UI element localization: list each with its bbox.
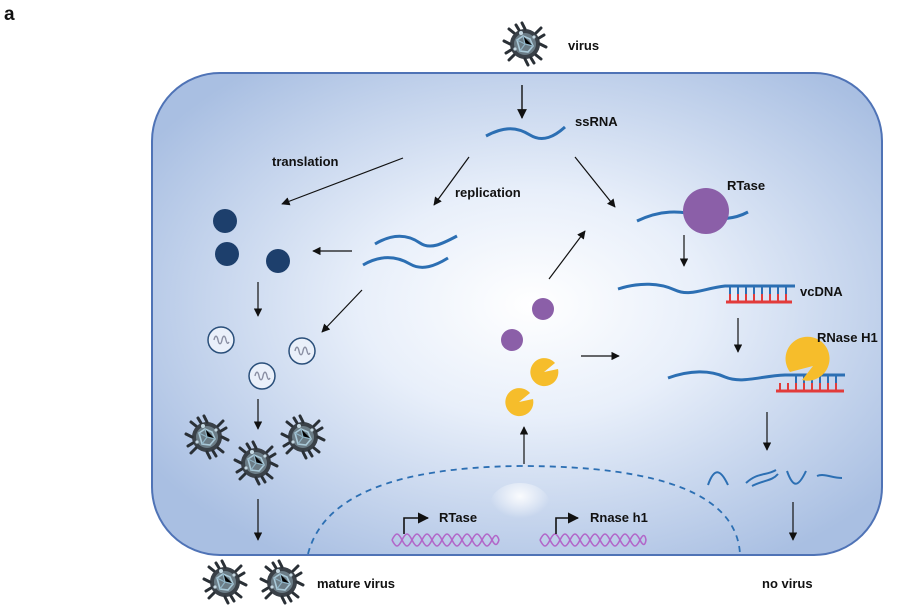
panel-letter: a <box>4 4 15 25</box>
enzyme-to-rtase-arrow <box>548 230 586 280</box>
vcdna-label: vcDNA <box>800 284 843 299</box>
rtase-enzyme <box>532 298 554 320</box>
protein-icon <box>266 249 290 273</box>
to-rtase-arrow <box>574 156 616 208</box>
replicated-rna-strand <box>374 234 458 248</box>
rtase-enzyme <box>501 329 523 351</box>
virus-icon <box>259 559 305 605</box>
rnase-h1-enzyme <box>530 358 559 387</box>
vesicle-icon <box>207 326 235 354</box>
ssrna-label: ssRNA <box>575 114 618 129</box>
rtase-gene-label: RTase <box>439 510 477 525</box>
rnase-h1-hybrid <box>667 336 845 393</box>
rnase-h1-gene-label: Rnase h1 <box>590 510 648 525</box>
replicated-rna-strand <box>362 256 449 269</box>
replication-arrow <box>433 156 470 206</box>
rna-to-vesicle-arrow <box>321 289 363 333</box>
nucleus <box>307 465 741 555</box>
degraded-rna-fragments <box>707 469 843 487</box>
rtase-label: RTase <box>727 178 765 193</box>
ssrna-strand <box>485 125 567 140</box>
protein-icon <box>215 242 239 266</box>
virus-icon <box>502 21 548 67</box>
virus-icon <box>202 559 248 605</box>
replication-label: replication <box>455 185 521 200</box>
virus-icon <box>233 440 279 486</box>
rtase-enzyme <box>683 188 729 234</box>
virus-icon <box>184 414 230 460</box>
rnase-h1-label: RNase H1 <box>817 330 878 345</box>
vesicle-icon <box>288 337 316 365</box>
vcdna-hybrid <box>617 282 795 304</box>
virus-icon <box>280 414 326 460</box>
rnase-h1-gene <box>539 512 647 547</box>
translation-label: translation <box>272 154 339 169</box>
translation-arrow <box>281 157 404 206</box>
cell-body <box>151 72 883 556</box>
rnase-h1-enzyme <box>505 388 534 417</box>
mature-virus-label: mature virus <box>317 576 395 591</box>
protein-icon <box>213 209 237 233</box>
virus-label: virus <box>568 38 599 53</box>
no-virus-label: no virus <box>762 576 813 591</box>
promoter-arrow-icon <box>403 512 430 534</box>
rtase-gene <box>391 512 500 547</box>
vesicle-icon <box>248 362 276 390</box>
promoter-arrow-icon <box>555 512 580 534</box>
